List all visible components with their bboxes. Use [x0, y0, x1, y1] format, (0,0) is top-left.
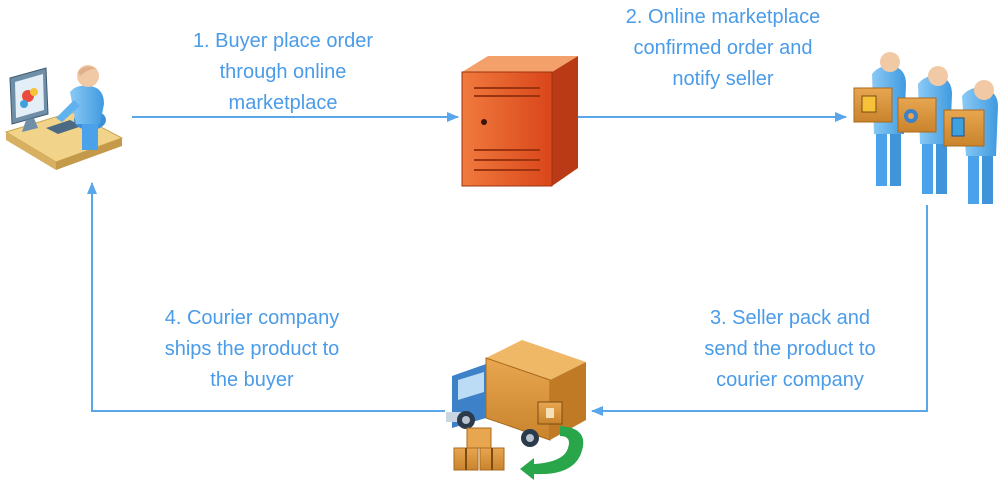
step-2-line-2: confirmed order and	[633, 37, 813, 59]
step-4-line-2: ships the product to	[164, 338, 340, 360]
marketplace-server-icon	[461, 56, 578, 187]
step-4-line-1: 4. Courier company	[164, 307, 340, 329]
buyer-at-computer-icon	[4, 65, 124, 170]
courier-truck-icon	[446, 340, 586, 480]
arrow-seller-to-truck	[591, 205, 928, 416]
step-1-line-3: marketplace	[228, 92, 338, 114]
step-2-line-1: 2. Online marketplace	[625, 6, 821, 28]
step-2-line-3: notify seller	[672, 68, 774, 90]
step-4-label: 4. Courier company ships the product to …	[132, 303, 372, 396]
step-3-line-2: send the product to	[704, 338, 876, 360]
seller-group-icon	[853, 52, 998, 204]
step-4-line-3: the buyer	[210, 369, 294, 391]
step-1-line-1: 1. Buyer place order	[192, 30, 374, 52]
step-1-label: 1. Buyer place order through online mark…	[158, 26, 408, 119]
step-3-line-3: courier company	[716, 369, 864, 391]
arrow-truck-to-buyer	[87, 182, 445, 412]
step-1-line-2: through online	[219, 61, 347, 83]
step-3-line-1: 3. Seller pack and	[709, 307, 871, 329]
step-2-label: 2. Online marketplace confirmed order an…	[588, 2, 858, 95]
step-3-label: 3. Seller pack and send the product to c…	[668, 303, 912, 396]
